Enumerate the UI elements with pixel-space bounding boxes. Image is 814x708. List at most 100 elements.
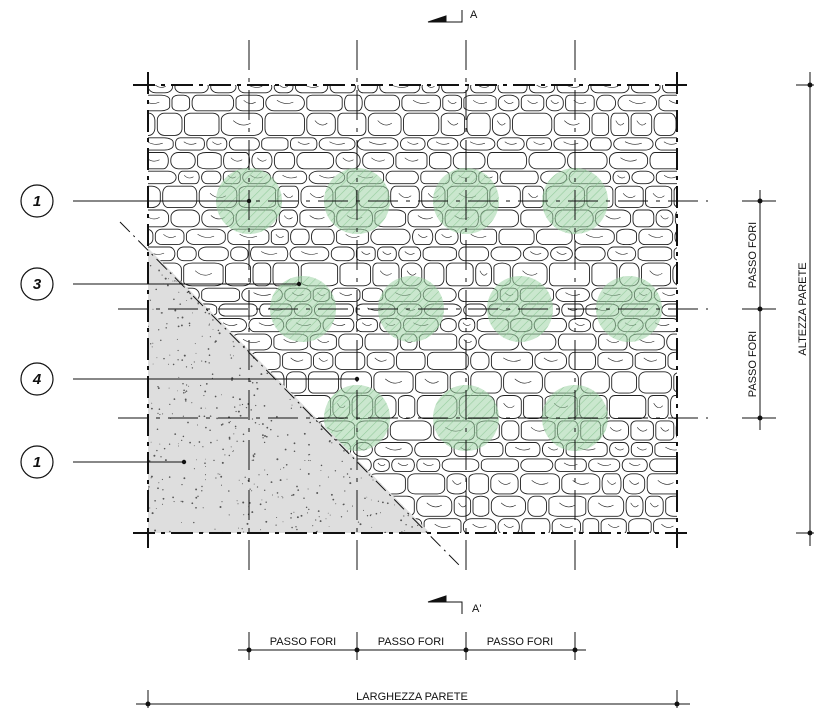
stone <box>379 85 421 94</box>
callout-1-bottom: 1 <box>20 445 187 479</box>
stone <box>666 333 677 351</box>
stone <box>401 94 441 112</box>
stone <box>462 518 497 533</box>
stone <box>418 333 458 351</box>
stone <box>475 262 492 287</box>
stone <box>440 112 466 136</box>
stone <box>334 351 366 370</box>
stone <box>250 246 289 262</box>
stone <box>355 246 376 262</box>
stone <box>497 85 528 94</box>
stone <box>630 442 653 457</box>
dimension-label: PASSO FORI <box>747 331 759 397</box>
stone <box>337 538 372 560</box>
stone <box>148 152 169 170</box>
dimension-label: PASSO FORI <box>747 222 759 288</box>
stone <box>201 287 240 303</box>
stone <box>223 152 250 170</box>
stone <box>655 170 677 185</box>
stone <box>490 351 533 370</box>
stone <box>522 185 545 209</box>
callout-1-top: 1 <box>20 184 252 218</box>
dimension-wall-width: LARGHEZZA PARETE <box>136 690 690 708</box>
stone <box>589 137 612 151</box>
stone <box>557 333 597 351</box>
stone <box>553 112 591 136</box>
stone <box>463 303 487 317</box>
stone <box>610 112 630 136</box>
stone <box>503 371 543 394</box>
stone <box>630 112 653 136</box>
stone <box>335 152 361 170</box>
stone <box>252 262 272 287</box>
stone <box>154 228 185 246</box>
stone <box>520 473 560 495</box>
stone <box>654 442 677 457</box>
stone <box>675 422 677 439</box>
stone <box>395 152 428 170</box>
stone <box>445 262 474 287</box>
stone <box>235 538 272 560</box>
stone <box>225 262 251 287</box>
stone <box>687 474 725 494</box>
stone <box>596 94 617 112</box>
stone <box>691 459 723 472</box>
stone <box>582 518 600 533</box>
stone <box>391 458 415 472</box>
stone <box>230 246 249 262</box>
stone <box>528 152 566 170</box>
stone <box>148 85 173 94</box>
stone <box>625 538 658 560</box>
stone <box>673 247 677 261</box>
stone <box>290 228 310 246</box>
stone <box>191 94 235 112</box>
stone <box>686 288 721 301</box>
hole-grid-axes <box>118 40 708 578</box>
stone <box>421 85 440 94</box>
stone <box>374 442 413 457</box>
stone <box>148 94 171 112</box>
stone <box>602 538 623 560</box>
stone <box>196 538 233 560</box>
stone <box>148 185 161 209</box>
wall-border <box>133 72 692 548</box>
stone <box>270 228 289 246</box>
stone <box>588 458 621 472</box>
stone <box>655 209 674 228</box>
stone <box>625 495 644 517</box>
stone <box>364 94 400 112</box>
stone <box>356 137 399 151</box>
stone <box>637 246 673 262</box>
stone <box>568 318 591 333</box>
stone <box>440 318 457 333</box>
stone <box>427 351 469 370</box>
stone <box>534 351 567 370</box>
stone <box>311 228 335 246</box>
dimension-label: LARGHEZZA PARETE <box>356 691 468 703</box>
stone <box>528 538 562 560</box>
stone <box>385 170 419 185</box>
stone <box>264 112 305 136</box>
stone <box>285 371 307 394</box>
stone <box>123 81 146 93</box>
dimension-hole-step-vertical: PASSO FORI PASSO FORI <box>742 190 776 430</box>
stone <box>529 85 556 94</box>
stone <box>672 263 677 286</box>
stone <box>549 262 590 287</box>
stone <box>568 351 596 370</box>
stone <box>548 495 587 517</box>
stone <box>427 137 459 151</box>
stone <box>616 228 637 246</box>
stone <box>296 152 335 170</box>
stone <box>403 112 440 136</box>
stone <box>521 518 551 533</box>
stone <box>330 246 355 262</box>
stone <box>490 246 522 262</box>
stone <box>415 371 449 394</box>
stone <box>491 538 526 560</box>
stone <box>237 85 273 94</box>
stone <box>545 94 564 112</box>
stone <box>423 518 462 533</box>
stone <box>389 420 432 441</box>
stone <box>129 421 147 440</box>
